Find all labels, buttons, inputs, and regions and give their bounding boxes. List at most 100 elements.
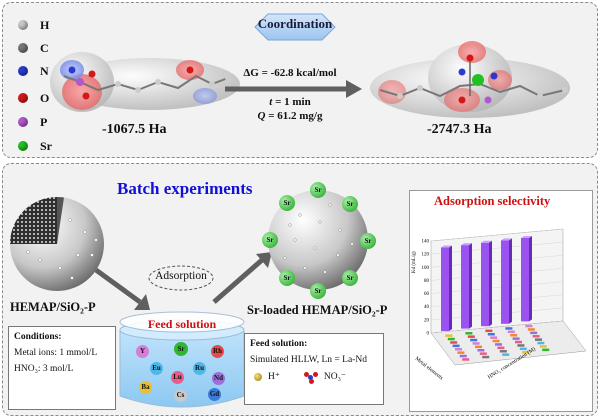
sr-bar-top xyxy=(501,238,512,241)
floor-bar xyxy=(542,348,550,352)
y-tick-label: 60 xyxy=(424,292,430,297)
floor-bar xyxy=(455,348,462,351)
sr-bar-side xyxy=(529,235,532,322)
coordination-label: Coordination xyxy=(257,16,333,31)
y-tick-label: 40 xyxy=(424,305,430,310)
gridline xyxy=(430,307,564,321)
gridline xyxy=(430,268,564,281)
arrow-to-loaded-sphere xyxy=(212,252,272,304)
feed-solution-title: Feed solution xyxy=(147,317,217,331)
ion-nd: Nd xyxy=(212,372,225,385)
sr-bar xyxy=(441,247,449,331)
floor-bar xyxy=(530,331,538,335)
silica-sphere xyxy=(10,196,104,291)
proton-icon xyxy=(254,372,262,381)
feed-info-title: Feed solution: xyxy=(250,339,308,349)
sr-bar-side xyxy=(489,240,492,327)
floor-bar xyxy=(459,354,467,358)
ion-cs: Cs xyxy=(174,389,187,402)
floor-bar xyxy=(445,334,453,337)
sr-badge: Sr xyxy=(279,270,295,286)
floor-bar xyxy=(472,342,480,345)
gridline xyxy=(430,294,564,307)
coordination-badge xyxy=(254,13,336,41)
sr-bar-top xyxy=(481,240,492,243)
sr-bar xyxy=(461,245,469,329)
o-atom-icon xyxy=(18,93,28,103)
floor-bar xyxy=(517,344,525,347)
sr-bar-side xyxy=(449,245,452,331)
y-tick-label: 120 xyxy=(422,253,430,258)
floor-bar xyxy=(482,355,490,359)
ion-eu: Eu xyxy=(150,362,163,375)
floor-bar xyxy=(535,338,542,341)
energy-ligand: -1067.5 Ha xyxy=(102,122,167,137)
batch-experiments-title: Batch experiments xyxy=(117,179,253,198)
gridline xyxy=(430,228,564,242)
ion-rh: Rh xyxy=(211,345,224,358)
sr-bar xyxy=(501,240,509,324)
sr-badge: Sr xyxy=(342,270,358,286)
feed-info-desc: Simulated HLLW, Ln = La-Nd xyxy=(250,355,367,365)
floor-bar xyxy=(499,350,507,353)
reaction-arrow xyxy=(225,80,362,98)
h-atom-icon xyxy=(18,20,28,30)
ion-ba: Ba xyxy=(139,381,152,394)
y-tick-label: 0 xyxy=(427,332,430,337)
gridline xyxy=(430,320,564,334)
sr-bar-top xyxy=(461,243,472,246)
metal-ions-condition: Metal ions: 1 mmol/L xyxy=(14,348,98,358)
sr-badge: Sr xyxy=(262,232,278,248)
floor-bar xyxy=(465,332,473,335)
ion-ru: Ru xyxy=(193,362,206,375)
y-tick-label: 100 xyxy=(422,266,430,271)
floor-bar xyxy=(505,327,513,330)
conditions-title: Conditions: xyxy=(14,332,62,342)
floor-bar xyxy=(490,336,498,339)
y-tick-label: 20 xyxy=(424,318,430,323)
sr-bar-top xyxy=(441,245,452,248)
floor-bar xyxy=(487,333,495,336)
y-tick-label: 140 xyxy=(422,240,430,245)
ion-sr: Sr xyxy=(174,342,188,356)
gridline xyxy=(430,241,564,255)
floor-bar xyxy=(470,338,478,342)
floor-bar xyxy=(510,334,518,337)
ion-y: Y xyxy=(136,345,149,358)
adsorption-label: Adsorption xyxy=(155,270,207,282)
legend-item-n: N xyxy=(18,64,49,78)
floor-bar xyxy=(515,340,522,344)
floor-bar xyxy=(507,330,515,334)
y-axis-label: Kd (mL/g) xyxy=(412,251,417,273)
chart-floor-bars xyxy=(445,324,550,361)
sr-badge: Sr xyxy=(310,283,326,299)
chart-title: Adsorption selectivity xyxy=(434,194,551,208)
floor-bar xyxy=(457,351,465,354)
floor-bar xyxy=(462,358,470,361)
ion-gd: Gd xyxy=(208,388,221,401)
floor-bar xyxy=(527,328,535,331)
floor-bar xyxy=(525,324,533,328)
conditions-box: Conditions: Metal ions: 1 mmol/L HNO₃: 3… xyxy=(8,326,116,410)
floor-bar xyxy=(522,351,530,354)
nitrate-icon xyxy=(303,371,318,384)
c-atom-icon xyxy=(18,43,28,53)
sr-bar-top xyxy=(521,235,532,238)
capacity-label: Q = 61.2 mg/g xyxy=(257,110,323,122)
p-atom-icon xyxy=(18,117,28,127)
sr-bar xyxy=(481,242,489,327)
sr-badge: Sr xyxy=(342,196,358,212)
gridline xyxy=(430,255,564,268)
gridline xyxy=(430,281,564,294)
floor-bar xyxy=(502,353,510,356)
arrow-to-beaker xyxy=(94,267,150,310)
ion-lu: Lu xyxy=(171,371,184,384)
legend-item-p: P xyxy=(18,115,47,129)
delta-g-label: ΔG = -62.8 kcal/mol xyxy=(243,67,337,79)
floor-bar xyxy=(475,345,482,349)
floor-bar xyxy=(485,329,493,333)
adsorption-bubble xyxy=(148,265,214,291)
acid-condition: HNO₃: 3 mol/L xyxy=(14,364,74,374)
x-axis-label: Metal elements xyxy=(414,356,444,382)
